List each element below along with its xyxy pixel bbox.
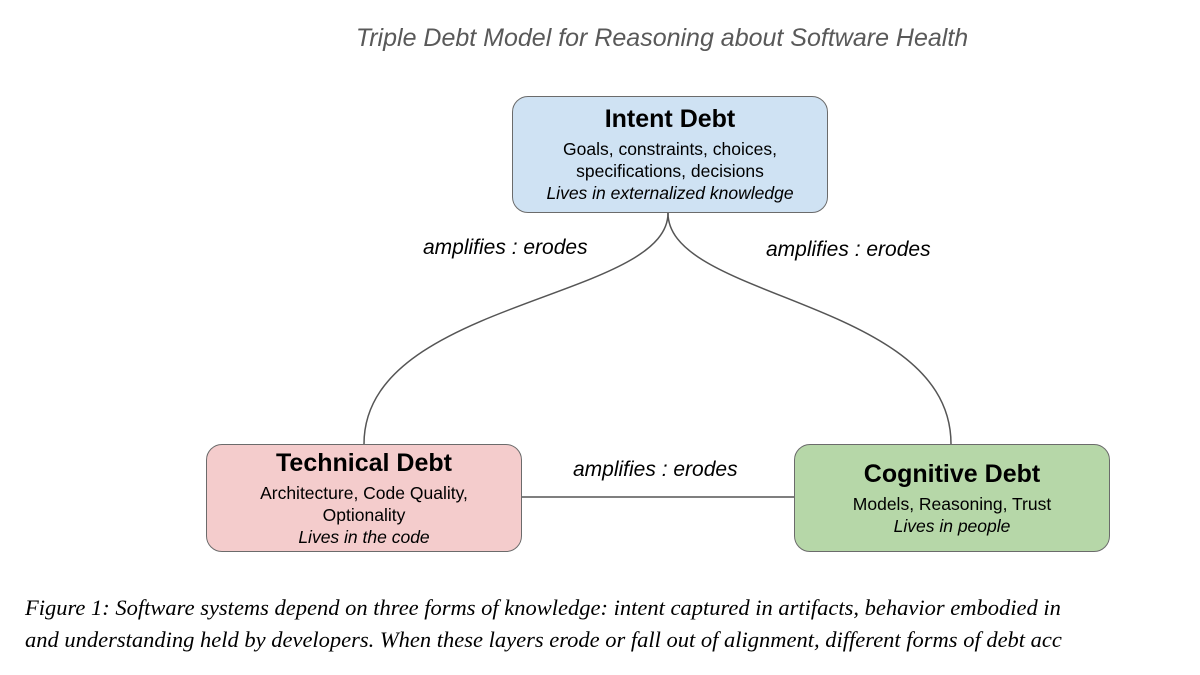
intent-debt-node: Intent Debt Goals, constraints, choices,… (512, 96, 828, 213)
cognitive-debt-node: Cognitive Debt Models, Reasoning, Trust … (794, 444, 1110, 552)
node-lives: Lives in the code (298, 526, 430, 547)
edge-intent-technical (363, 212, 669, 445)
node-desc: Goals, constraints, choices, (563, 139, 777, 159)
node-desc: specifications, decisions (576, 161, 764, 181)
node-desc: Architecture, Code Quality, (260, 482, 468, 503)
edge-intent-cognitive (667, 212, 952, 445)
node-desc: Models, Reasoning, Trust (852, 493, 1052, 514)
edge-label-technical-cognitive: amplifies : erodes (573, 458, 738, 481)
technical-debt-node: Technical Debt Architecture, Code Qualit… (206, 444, 522, 552)
node-lives: Lives in people (893, 515, 1011, 536)
node-heading: Technical Debt (276, 448, 452, 477)
diagram-title: Triple Debt Model for Reasoning about So… (355, 24, 969, 52)
edge-label-intent-cognitive: amplifies : erodes (766, 238, 931, 261)
node-lives: Lives in externalized knowledge (546, 183, 794, 203)
node-desc: Optionality (322, 504, 406, 525)
caption-line-1: Figure 1: Software systems depend on thr… (25, 595, 1061, 620)
edge-label-intent-technical: amplifies : erodes (423, 236, 588, 259)
caption-line-2: and understanding held by developers. Wh… (25, 627, 1062, 652)
node-heading: Intent Debt (604, 105, 736, 133)
node-heading: Cognitive Debt (863, 459, 1041, 488)
